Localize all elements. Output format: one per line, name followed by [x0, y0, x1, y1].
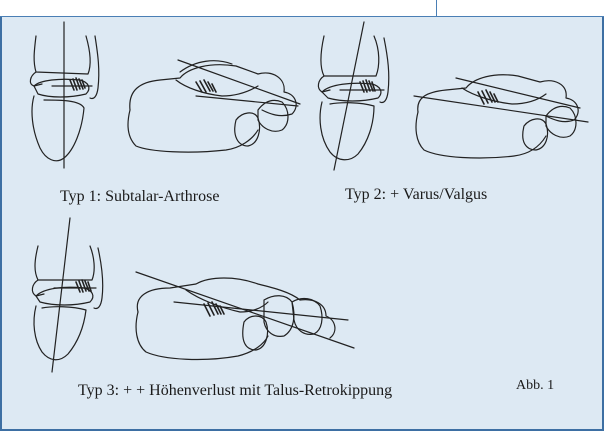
typ1-foot-lateral-view [128, 60, 300, 152]
figure-label: Abb. 1 [516, 378, 554, 394]
typ1-ankle-front-view [30, 22, 98, 168]
typ3-foot-lateral-view [136, 272, 354, 359]
caption-typ2: Typ 2: + Varus/Valgus [345, 186, 487, 204]
caption-typ1: Typ 1: Subtalar-Arthrose [60, 188, 219, 206]
caption-typ3: Typ 3: + + Höhenverlust mit Talus-Retrok… [78, 382, 392, 400]
typ2-foot-lateral-view [414, 75, 588, 158]
typ2-ankle-front-view [318, 22, 388, 170]
typ3-ankle-front-view [32, 218, 102, 372]
